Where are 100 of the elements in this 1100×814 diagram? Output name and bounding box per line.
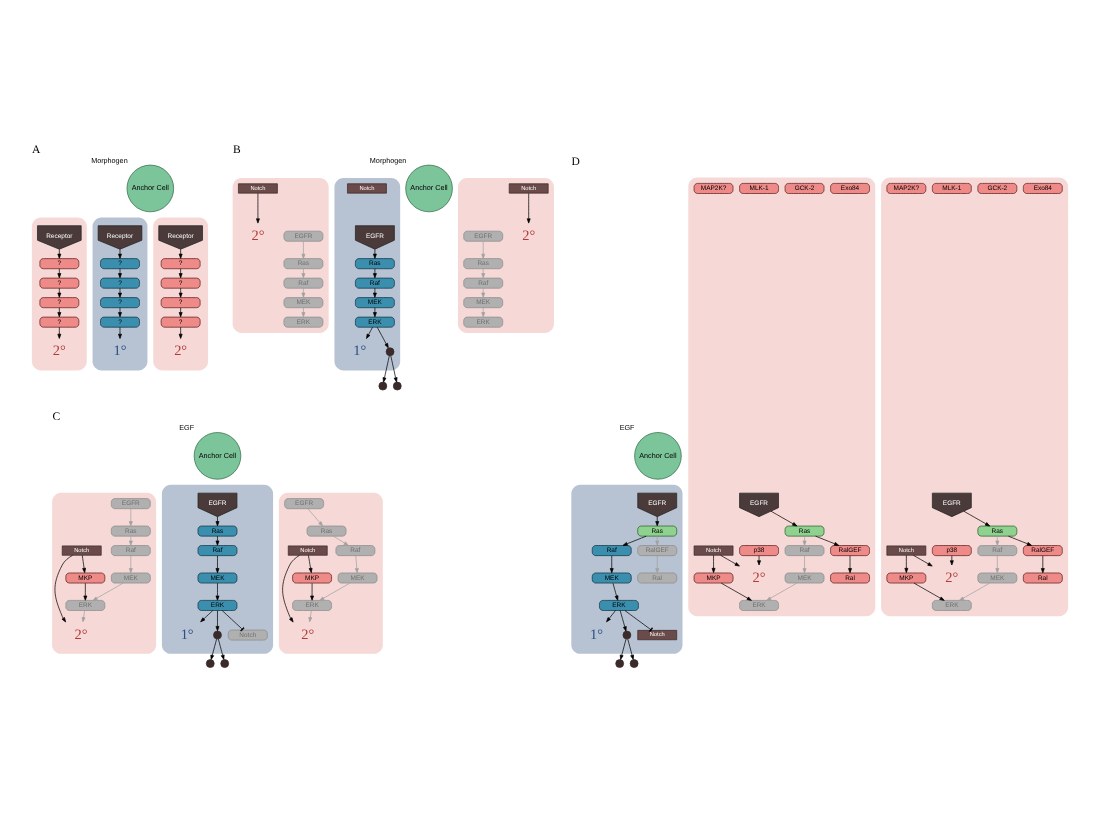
arrow — [310, 582, 314, 601]
cluster — [334, 178, 401, 371]
arrow — [373, 268, 377, 279]
arrow — [215, 582, 220, 601]
arrow — [959, 582, 990, 601]
arrow — [913, 555, 933, 567]
arrow — [57, 326, 62, 339]
arrow — [308, 610, 313, 623]
arrow — [390, 355, 398, 383]
arrow — [200, 610, 214, 623]
arrow — [57, 268, 62, 279]
arrow — [81, 610, 86, 623]
arrow — [609, 555, 614, 574]
arrow — [848, 555, 852, 574]
arrow — [720, 555, 740, 567]
arrow — [481, 287, 486, 298]
arrow — [57, 307, 62, 318]
arrow — [128, 555, 133, 574]
arrow — [215, 535, 220, 546]
arrow — [118, 268, 122, 279]
arrow — [92, 582, 124, 601]
arrow — [612, 582, 619, 601]
arrow — [218, 638, 225, 660]
cluster — [153, 217, 209, 371]
arrow — [619, 638, 627, 660]
arrow — [118, 248, 122, 259]
arrow — [1040, 555, 1045, 574]
node-circle — [615, 659, 624, 668]
arrow — [802, 535, 807, 546]
arrow — [301, 268, 306, 279]
arrow — [57, 287, 62, 298]
arrow — [215, 516, 220, 527]
arrow — [382, 355, 390, 383]
arrow — [481, 241, 486, 259]
arrow — [757, 555, 761, 566]
node-circle — [213, 630, 222, 640]
arrow — [655, 516, 660, 527]
arrow — [373, 287, 377, 298]
node-circle — [220, 659, 230, 668]
arrow — [215, 610, 220, 632]
arrow — [333, 535, 349, 546]
arrow — [366, 326, 373, 339]
connector — [624, 610, 653, 633]
arrow — [606, 610, 616, 623]
cluster — [232, 178, 329, 333]
arrow — [904, 555, 909, 573]
arrow — [128, 535, 133, 546]
arrow — [54, 554, 73, 623]
cluster — [92, 217, 148, 371]
arrow — [301, 241, 306, 259]
arrow — [720, 582, 752, 601]
arrow — [210, 638, 217, 660]
arrow — [995, 535, 1000, 546]
arrow — [118, 287, 122, 298]
arrow — [178, 326, 183, 339]
cluster — [31, 217, 87, 371]
arrow — [282, 555, 300, 623]
arrow — [301, 287, 306, 298]
arrow — [526, 193, 531, 224]
arrow — [1008, 535, 1032, 546]
arrow — [481, 268, 486, 279]
cluster — [457, 178, 554, 333]
arrow — [57, 248, 62, 259]
arrow — [215, 555, 220, 574]
arrow — [373, 248, 377, 259]
arrow — [354, 555, 359, 574]
arrow — [619, 610, 627, 632]
arrow — [307, 508, 324, 527]
arrow — [308, 555, 313, 573]
arrow — [949, 555, 954, 566]
connector — [221, 610, 245, 632]
arrow — [622, 535, 647, 546]
arrow — [118, 326, 122, 339]
arrow — [913, 582, 945, 601]
arrow — [301, 307, 306, 318]
node-circle — [378, 381, 388, 391]
arrow — [802, 555, 807, 574]
node-circle — [629, 659, 639, 668]
cluster — [688, 177, 876, 617]
arrow — [178, 287, 183, 298]
cluster — [881, 177, 1069, 617]
arrow — [178, 268, 183, 279]
node-circle — [392, 381, 402, 391]
arrow — [995, 555, 1000, 574]
arrow — [766, 582, 798, 601]
arrow — [83, 582, 88, 601]
arrow — [481, 307, 486, 318]
arrow — [128, 508, 133, 527]
node-circle — [205, 659, 215, 668]
arrow — [815, 535, 840, 546]
node-circle — [622, 630, 632, 640]
arrow — [81, 555, 86, 573]
arrow — [711, 555, 716, 573]
arrow — [373, 307, 377, 318]
arrow — [319, 582, 351, 601]
arrow — [178, 307, 183, 318]
arrow — [178, 248, 183, 259]
node-circle — [385, 347, 395, 357]
arrow — [770, 510, 798, 527]
arrow — [963, 510, 991, 527]
